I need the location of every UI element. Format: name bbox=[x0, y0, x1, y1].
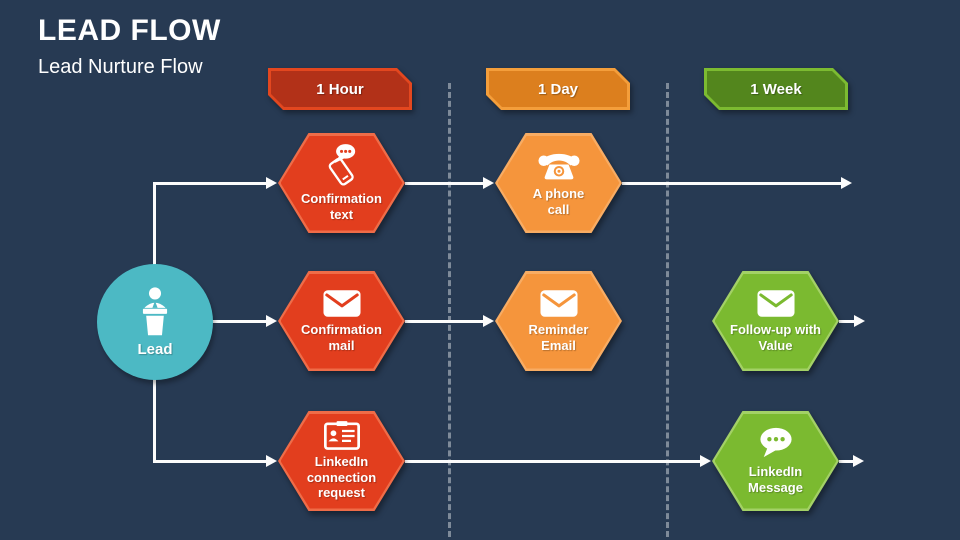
connector-row3-a bbox=[153, 460, 266, 463]
connector-row3-b bbox=[405, 460, 700, 463]
timeline-header-1-day: 1 Day bbox=[486, 68, 630, 110]
page-title: LEAD FLOW bbox=[38, 14, 221, 47]
chat-bubble-icon bbox=[756, 426, 796, 460]
lead-label: Lead bbox=[137, 341, 173, 358]
arrowhead-icon bbox=[841, 177, 852, 189]
node-follow-up-with-value: Follow-up with Value bbox=[712, 271, 839, 371]
connector-row1-a bbox=[153, 182, 266, 185]
connector-row1-c bbox=[622, 182, 841, 185]
node-label: Confirmation text bbox=[301, 191, 382, 222]
lead-node: Lead bbox=[97, 264, 213, 380]
node-label: A phone call bbox=[532, 185, 585, 217]
connector-row2-b bbox=[405, 320, 483, 323]
timeline-header-1-week: 1 Week bbox=[704, 68, 848, 110]
arrowhead-icon bbox=[853, 455, 864, 467]
envelope-icon bbox=[322, 289, 361, 318]
node-label: Reminder Email bbox=[528, 321, 589, 353]
timeline-header-label: 1 Hour bbox=[271, 71, 409, 107]
connector-row2-a bbox=[211, 320, 266, 323]
node-linkedin-connection-request: LinkedIn connection request bbox=[278, 411, 405, 511]
node-confirmation-mail: Confirmation mail bbox=[278, 271, 405, 371]
connector-row2-c bbox=[839, 320, 854, 323]
column-divider bbox=[666, 83, 669, 537]
timeline-header-1-hour: 1 Hour bbox=[268, 68, 412, 110]
envelope-icon bbox=[539, 289, 578, 318]
page-subtitle: Lead Nurture Flow bbox=[38, 56, 203, 78]
node-a-phone-call: A phone call bbox=[495, 133, 622, 233]
column-divider bbox=[448, 83, 451, 537]
node-linkedin-message: LinkedIn Message bbox=[712, 411, 839, 511]
id-card-icon bbox=[323, 421, 360, 451]
envelope-icon bbox=[756, 289, 795, 318]
node-confirmation-text: Confirmation text bbox=[278, 133, 405, 233]
timeline-header-label: 1 Day bbox=[489, 71, 627, 107]
arrowhead-icon bbox=[483, 177, 494, 189]
arrowhead-icon bbox=[266, 315, 277, 327]
node-label: Confirmation mail bbox=[301, 321, 382, 353]
podium-person-icon bbox=[134, 286, 176, 338]
arrowhead-icon bbox=[854, 315, 865, 327]
node-label: LinkedIn connection request bbox=[306, 454, 377, 501]
arrowhead-icon bbox=[266, 455, 277, 467]
arrowhead-icon bbox=[266, 177, 277, 189]
node-label: LinkedIn Message bbox=[748, 464, 803, 495]
sms-icon bbox=[322, 143, 362, 187]
arrowhead-icon bbox=[700, 455, 711, 467]
node-label: Follow-up with Value bbox=[730, 321, 821, 353]
timeline-header-label: 1 Week bbox=[707, 71, 845, 107]
arrowhead-icon bbox=[483, 315, 494, 327]
connector-row1-b bbox=[405, 182, 483, 185]
telephone-icon bbox=[537, 149, 580, 182]
node-reminder-email: Reminder Email bbox=[495, 271, 622, 371]
connector-row3-c bbox=[839, 460, 853, 463]
